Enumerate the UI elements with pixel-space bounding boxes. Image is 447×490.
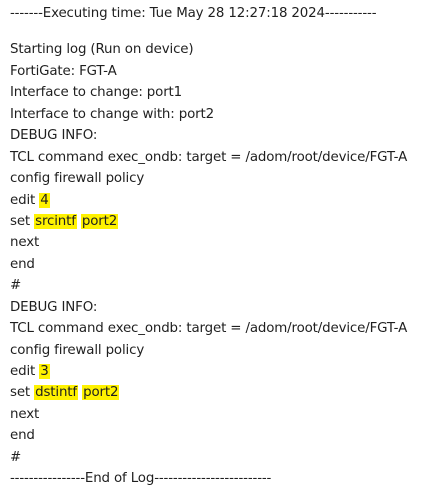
log-line: set dstintf port2: [10, 382, 447, 403]
log-line: TCL command exec_ondb: target = /adom/ro…: [10, 147, 447, 168]
log-text: DEBUG INFO:: [10, 128, 98, 144]
log-line: Interface to change with: port2: [10, 104, 447, 125]
log-text: TCL command exec_ondb: target = /adom/ro…: [10, 149, 408, 165]
highlighted-token: 4: [39, 192, 50, 208]
highlighted-token: port2: [80, 213, 119, 229]
log-text: end: [10, 428, 35, 444]
log-line: DEBUG INFO:: [10, 297, 447, 318]
highlighted-token: srcintf: [34, 213, 77, 229]
log-line: TCL command exec_ondb: target = /adom/ro…: [10, 318, 447, 339]
log-line: config firewall policy: [10, 168, 447, 189]
log-text: next: [10, 235, 40, 251]
log-text: edit: [10, 192, 40, 208]
log-line: #: [10, 275, 447, 296]
log-body: Starting log (Run on device) FortiGate: F…: [10, 39, 447, 468]
log-text: end: [10, 256, 35, 272]
log-text: config firewall policy: [10, 342, 145, 358]
log-line: set srcintf port2: [10, 211, 447, 232]
log-line: edit 3: [10, 361, 447, 382]
log-text: FortiGate: FGT-A: [10, 63, 117, 79]
log-text: config firewall policy: [10, 171, 145, 187]
log-line: Interface to change: port1: [10, 82, 447, 103]
log-line: DEBUG INFO:: [10, 125, 447, 146]
log-text: Interface to change with: port2: [10, 106, 214, 122]
highlighted-token: 3: [39, 364, 50, 379]
log-line: end: [10, 425, 447, 446]
log-text: #: [10, 449, 22, 465]
log-line: config firewall policy: [10, 340, 447, 361]
highlighted-token: port2: [82, 385, 120, 401]
log-text: edit: [10, 364, 40, 379]
log-text: next: [10, 406, 40, 422]
highlighted-token: dstintf: [34, 385, 78, 401]
log-line: edit 4: [10, 190, 447, 211]
log-line: FortiGate: FGT-A: [10, 61, 447, 82]
log-text: Interface to change: port1: [10, 85, 183, 101]
log-header: -------Executing time: Tue May 28 12:27:…: [10, 6, 377, 21]
log-footer: ----------------End of Log--------------…: [10, 471, 272, 487]
log-text: Starting log (Run on device): [10, 42, 194, 58]
log-line: end: [10, 254, 447, 275]
log-spacer: [10, 24, 447, 39]
log-line: Starting log (Run on device): [10, 39, 447, 60]
log-text: #: [10, 278, 22, 294]
log-text: TCL command exec_ondb: target = /adom/ro…: [10, 321, 408, 337]
log-line: next: [10, 232, 447, 253]
log-line: next: [10, 404, 447, 425]
log-text: DEBUG INFO:: [10, 299, 98, 315]
log-line: #: [10, 447, 447, 468]
log-text: set: [10, 213, 35, 229]
log-text: set: [10, 385, 35, 401]
